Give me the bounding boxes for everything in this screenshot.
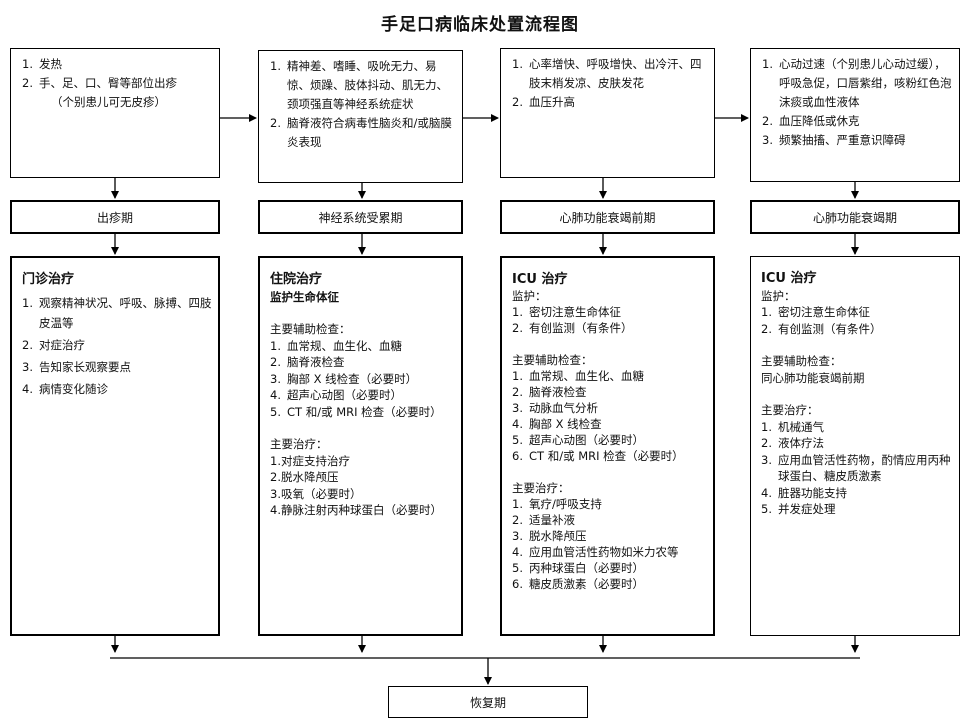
list-item: 1.对症支持治疗 xyxy=(270,453,350,468)
list-item: 6.糖皮质激素（必要时） xyxy=(512,577,644,591)
list-item: 4.脏器功能支持 xyxy=(761,485,847,500)
stage-label: 心肺功能衰竭前期 xyxy=(559,210,656,225)
symptom-box-1: 1.发热 2.手、足、口、臀等部位出疹 （个别患儿可无皮疹） xyxy=(10,48,220,178)
monitor-label: 监护： xyxy=(512,289,547,303)
list-item: 2.脱水降颅压 xyxy=(270,470,339,484)
stage-label: 出疹期 xyxy=(96,210,133,225)
list-item: 1.心动过速（个别患儿心动过缓），呼吸急促，口唇紫绀，咳粉红色泡沫痰或血性液体 xyxy=(762,57,952,109)
list-item: 3.告知家长观察要点 xyxy=(22,359,131,374)
stage-label: 神经系统受累期 xyxy=(318,210,403,225)
list-item: 3.应用血管活性药物，酌情应用丙种球蛋白、糖皮质激素 xyxy=(761,452,951,484)
list-item: 1.血常规、血生化、血糖 xyxy=(512,369,644,383)
treatment-heading: 门诊治疗 xyxy=(22,272,75,287)
list-item: 1.密切注意生命体征 xyxy=(761,305,870,319)
list-item: 2.血压升高 xyxy=(512,95,575,109)
treatment-subheading: 监护生命体征 xyxy=(270,289,339,304)
list-item: 1.密切注意生命体征 xyxy=(512,305,621,319)
list-item: 4.胸部 X 线检查 xyxy=(512,417,602,431)
list-item: 2.液体疗法 xyxy=(761,436,824,450)
stage-box-1: 出疹期 xyxy=(10,200,220,234)
list-item: 1.血常规、血生化、血糖 xyxy=(270,338,402,353)
symptom-list-1: 1.发热 2.手、足、口、臀等部位出疹 （个别患儿可无皮疹） xyxy=(11,49,219,112)
symptom-box-2: 1.精神差、嗜睡、吸吮无力、易惊、烦躁、肢体抖动、肌无力、颈项强直等神经系统症状… xyxy=(258,50,463,183)
list-item: 4.超声心动图（必要时） xyxy=(270,388,402,402)
list-item: 2.有创监测（有条件） xyxy=(512,321,633,335)
recovery-box: 恢复期 xyxy=(388,686,588,718)
treatment-heading: ICU 治疗 xyxy=(761,271,817,286)
stage-label: 心肺功能衰竭期 xyxy=(812,210,897,225)
main-treatment-label: 主要治疗： xyxy=(761,403,819,417)
list-item: 4.静脉注射丙种球蛋白（必要时） xyxy=(270,503,442,517)
list-item: 3.动脉血气分析 xyxy=(512,401,598,415)
list-item: 4.应用血管活性药物如米力农等 xyxy=(512,545,679,559)
symptom-list-2: 1.精神差、嗜睡、吸吮无力、易惊、烦躁、肢体抖动、肌无力、颈项强直等神经系统症状… xyxy=(259,51,462,152)
page-title: 手足口病临床处置流程图 xyxy=(381,15,579,35)
list-item: 3.胸部 X 线检查（必要时） xyxy=(270,371,418,386)
list-item: 3.频繁抽搐、严重意识障碍 xyxy=(762,133,906,147)
list-item: 2.血压降低或休克 xyxy=(762,114,860,128)
list-item: 1.氧疗/呼吸支持 xyxy=(512,497,602,511)
aux-label: 主要辅助检查： xyxy=(512,353,593,367)
recovery-label: 恢复期 xyxy=(469,695,506,710)
stage-box-2: 神经系统受累期 xyxy=(258,200,463,234)
treatment-box-1: 门诊治疗 1.观察精神状况、呼吸、脉搏、四肢皮温等 2.对症治疗 3.告知家长观… xyxy=(10,256,220,636)
list-item: 4.病情变化随诊 xyxy=(22,381,108,396)
list-item: 5.超声心动图（必要时） xyxy=(512,433,644,447)
list-item: 2.适量补液 xyxy=(512,513,575,527)
list-item: 2.手、足、口、臀等部位出疹 xyxy=(22,76,177,90)
list-item: 1.发热 xyxy=(22,57,62,71)
symptom-list-3: 1.心率增快、呼吸增快、出冷汗、四肢末梢发凉、皮肤发花 2.血压升高 xyxy=(501,49,714,112)
stage-box-4: 心肺功能衰竭期 xyxy=(750,200,960,234)
list-item: 2.脑脊液检查 xyxy=(270,355,345,369)
list-item: 6.CT 和/或 MRI 检查（必要时） xyxy=(512,449,684,463)
list-item: 1.精神差、嗜睡、吸吮无力、易惊、烦躁、肢体抖动、肌无力、颈项强直等神经系统症状 xyxy=(270,59,448,111)
treatment-box-4: ICU 治疗 监护： 1.密切注意生命体征 2.有创监测（有条件） 主要辅助检查… xyxy=(750,256,960,636)
list-item: 5.CT 和/或 MRI 检查（必要时） xyxy=(270,404,442,419)
treatment-box-3: ICU 治疗 监护： 1.密切注意生命体征 2.有创监测（有条件） 主要辅助检查… xyxy=(500,256,715,636)
monitor-label: 监护： xyxy=(761,288,796,303)
list-item: 1.机械通气 xyxy=(761,419,824,434)
main-treatment-label: 主要治疗： xyxy=(512,481,570,495)
symptom-box-4: 1.心动过速（个别患儿心动过缓），呼吸急促，口唇紫绀，咳粉红色泡沫痰或血性液体 … xyxy=(750,48,960,182)
list-item: 1.观察精神状况、呼吸、脉搏、四肢皮温等 xyxy=(22,295,212,330)
main-treatment-label: 主要治疗： xyxy=(270,437,328,451)
list-item: 2.脑脊液检查 xyxy=(512,385,587,399)
list-item: 3.脱水降颅压 xyxy=(512,529,587,543)
list-item: 2.脑脊液符合病毒性脑炎和/或脑膜炎表现 xyxy=(270,116,452,149)
aux-label: 主要辅助检查： xyxy=(761,354,842,368)
list-item: 2.有创监测（有条件） xyxy=(761,321,882,336)
treatment-heading: ICU 治疗 xyxy=(512,272,568,287)
symptom-box-3: 1.心率增快、呼吸增快、出冷汗、四肢末梢发凉、皮肤发花 2.血压升高 xyxy=(500,48,715,178)
list-item: 5.丙种球蛋白（必要时） xyxy=(512,561,644,575)
treatment-heading: 住院治疗 xyxy=(270,272,323,287)
list-item: 2.对症治疗 xyxy=(22,337,85,352)
list-item: 5.并发症处理 xyxy=(761,502,836,516)
aux-label: 主要辅助检查： xyxy=(270,322,351,336)
list-item: （个别患儿可无皮疹） xyxy=(51,95,166,109)
symptom-list-4: 1.心动过速（个别患儿心动过缓），呼吸急促，口唇紫绀，咳粉红色泡沫痰或血性液体 … xyxy=(751,49,959,150)
stage-box-3: 心肺功能衰竭前期 xyxy=(500,200,715,234)
treatment-box-2: 住院治疗 监护生命体征 主要辅助检查： 1.血常规、血生化、血糖 2.脑脊液检查… xyxy=(258,256,463,636)
list-item: 3.吸氧（必要时） xyxy=(270,486,362,501)
aux-text: 同心肺功能衰竭前期 xyxy=(761,370,865,385)
list-item: 1.心率增快、呼吸增快、出冷汗、四肢末梢发凉、皮肤发花 xyxy=(512,57,702,90)
